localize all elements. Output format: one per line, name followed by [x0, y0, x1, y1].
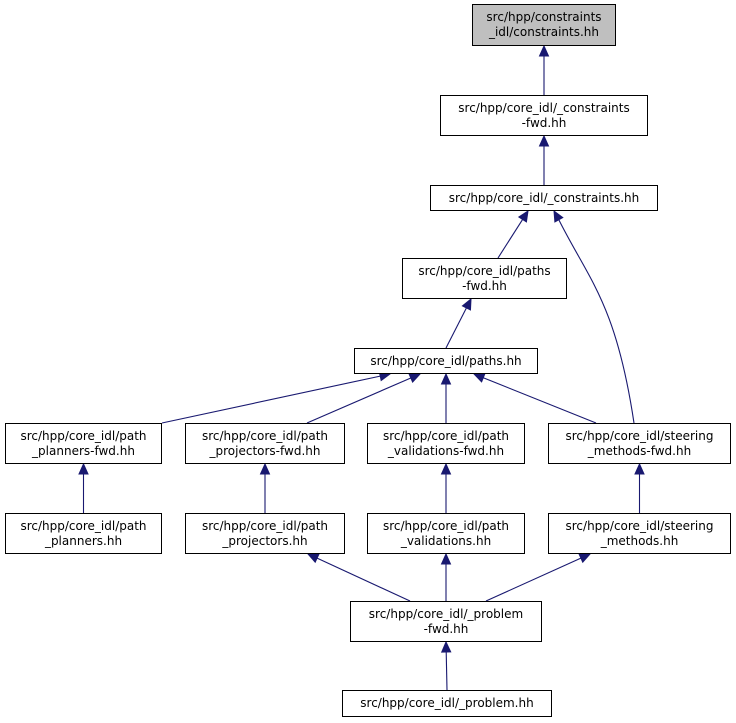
arrowhead-icon [78, 462, 89, 475]
arrowhead-icon [440, 372, 452, 385]
edge-n13-to-n10 [316, 557, 411, 602]
node-label-line: src/hpp/core_idl/_constraints [458, 100, 630, 115]
arrowhead-icon [259, 462, 271, 475]
node-label-line: src/hpp/core_idl/path [20, 518, 147, 533]
node-constraints[interactable]: src/hpp/core_idl/_constraints.hh [430, 185, 658, 211]
arrowhead-icon [440, 640, 452, 653]
node-label-line: src/hpp/core_idl/paths.hh [370, 353, 522, 368]
node-label-line: -fwd.hh [521, 115, 567, 130]
node-label-line: src/hpp/core_idl/path [20, 428, 147, 443]
node-label-line: _planners-fwd.hh [32, 443, 135, 458]
node-label-line: _validations.hh [400, 533, 492, 548]
node-label-line: _idl/constraints.hh [488, 25, 600, 39]
node-label-line: -fwd.hh [462, 278, 507, 293]
arrowhead-icon [538, 44, 550, 57]
node-label-line: src/hpp/core_idl/_constraints.hh [448, 190, 640, 205]
arrowhead-icon [461, 297, 472, 311]
arrowhead-icon [472, 373, 486, 383]
node-steering-methods[interactable]: src/hpp/core_idl/steering _methods.hh [548, 513, 731, 554]
edge-n3-to-n2 [497, 219, 524, 259]
arrowhead-icon [578, 553, 592, 564]
node-path-projectors-fwd[interactable]: src/hpp/core_idl/path _projectors-fwd.hh [185, 423, 345, 464]
arrowhead-icon [440, 552, 452, 565]
node-label-line: _planners.hh [44, 533, 123, 548]
node-label-line: _methods-fwd.hh [587, 443, 692, 458]
arrowhead-icon [517, 209, 529, 223]
edge-n13-to-n12 [485, 557, 582, 602]
arrowhead-icon [553, 209, 564, 223]
node-label-line: src/hpp/constraints [486, 10, 602, 24]
arrowhead-icon [440, 462, 452, 475]
node-label-line: _methods.hh [600, 533, 679, 548]
node-paths[interactable]: src/hpp/core_idl/paths.hh [354, 348, 538, 374]
node-label-line: src/hpp/core_idl/_problem [368, 606, 524, 621]
node-label-line: _projectors.hh [222, 533, 308, 548]
node-label-line: src/hpp/core_idl/path [382, 428, 510, 443]
node-path-validations-fwd[interactable]: src/hpp/core_idl/path _validations-fwd.h… [367, 423, 525, 464]
node-label-line: src/hpp/core_idl/path [201, 518, 329, 533]
node-path-validations[interactable]: src/hpp/core_idl/path _validations.hh [367, 513, 525, 554]
node-label-line: src/hpp/core_idl/steering [565, 428, 714, 443]
node-path-projectors[interactable]: src/hpp/core_idl/path _projectors.hh [185, 513, 345, 554]
node-problem[interactable]: src/hpp/core_idl/_problem.hh [342, 690, 552, 717]
node-constraints-idl-constraints: src/hpp/constraints _idl/constraints.hh [472, 4, 616, 46]
edge-n14-to-n13 [445, 651, 448, 691]
node-problem-fwd[interactable]: src/hpp/core_idl/_problem -fwd.hh [350, 601, 542, 642]
arrowhead-icon [408, 373, 422, 384]
arrowhead-icon [538, 134, 550, 147]
node-steering-methods-fwd[interactable]: src/hpp/core_idl/steering _methods-fwd.h… [548, 423, 731, 464]
node-label-line: src/hpp/core_idl/steering [565, 518, 714, 533]
node-label-line: src/hpp/core_idl/path [382, 518, 510, 533]
arrowhead-icon [634, 462, 645, 475]
edge-n4-to-n3 [445, 307, 467, 349]
node-label-line: src/hpp/core_idl/path [201, 428, 329, 443]
node-label-line: src/hpp/core_idl/_problem.hh [360, 696, 534, 710]
node-label-line: _validations-fwd.hh [387, 443, 505, 458]
node-path-planners[interactable]: src/hpp/core_idl/path _planners.hh [5, 513, 162, 554]
edge-n8-to-n4 [483, 377, 597, 424]
node-path-planners-fwd[interactable]: src/hpp/core_idl/path _planners-fwd.hh [5, 423, 162, 464]
edge-n8-to-n2 [558, 219, 635, 424]
node-paths-fwd[interactable]: src/hpp/core_idl/paths -fwd.hh [402, 258, 567, 299]
edge-n6-to-n4 [306, 377, 412, 424]
edge-n5-to-n4 [161, 375, 381, 424]
arrowhead-icon [306, 553, 320, 564]
node-label-line: _projectors-fwd.hh [209, 443, 321, 458]
node-label-line: src/hpp/core_idl/paths [418, 263, 551, 278]
node-label-line: -fwd.hh [423, 621, 469, 636]
node-constraints-fwd[interactable]: src/hpp/core_idl/_constraints -fwd.hh [440, 95, 648, 136]
